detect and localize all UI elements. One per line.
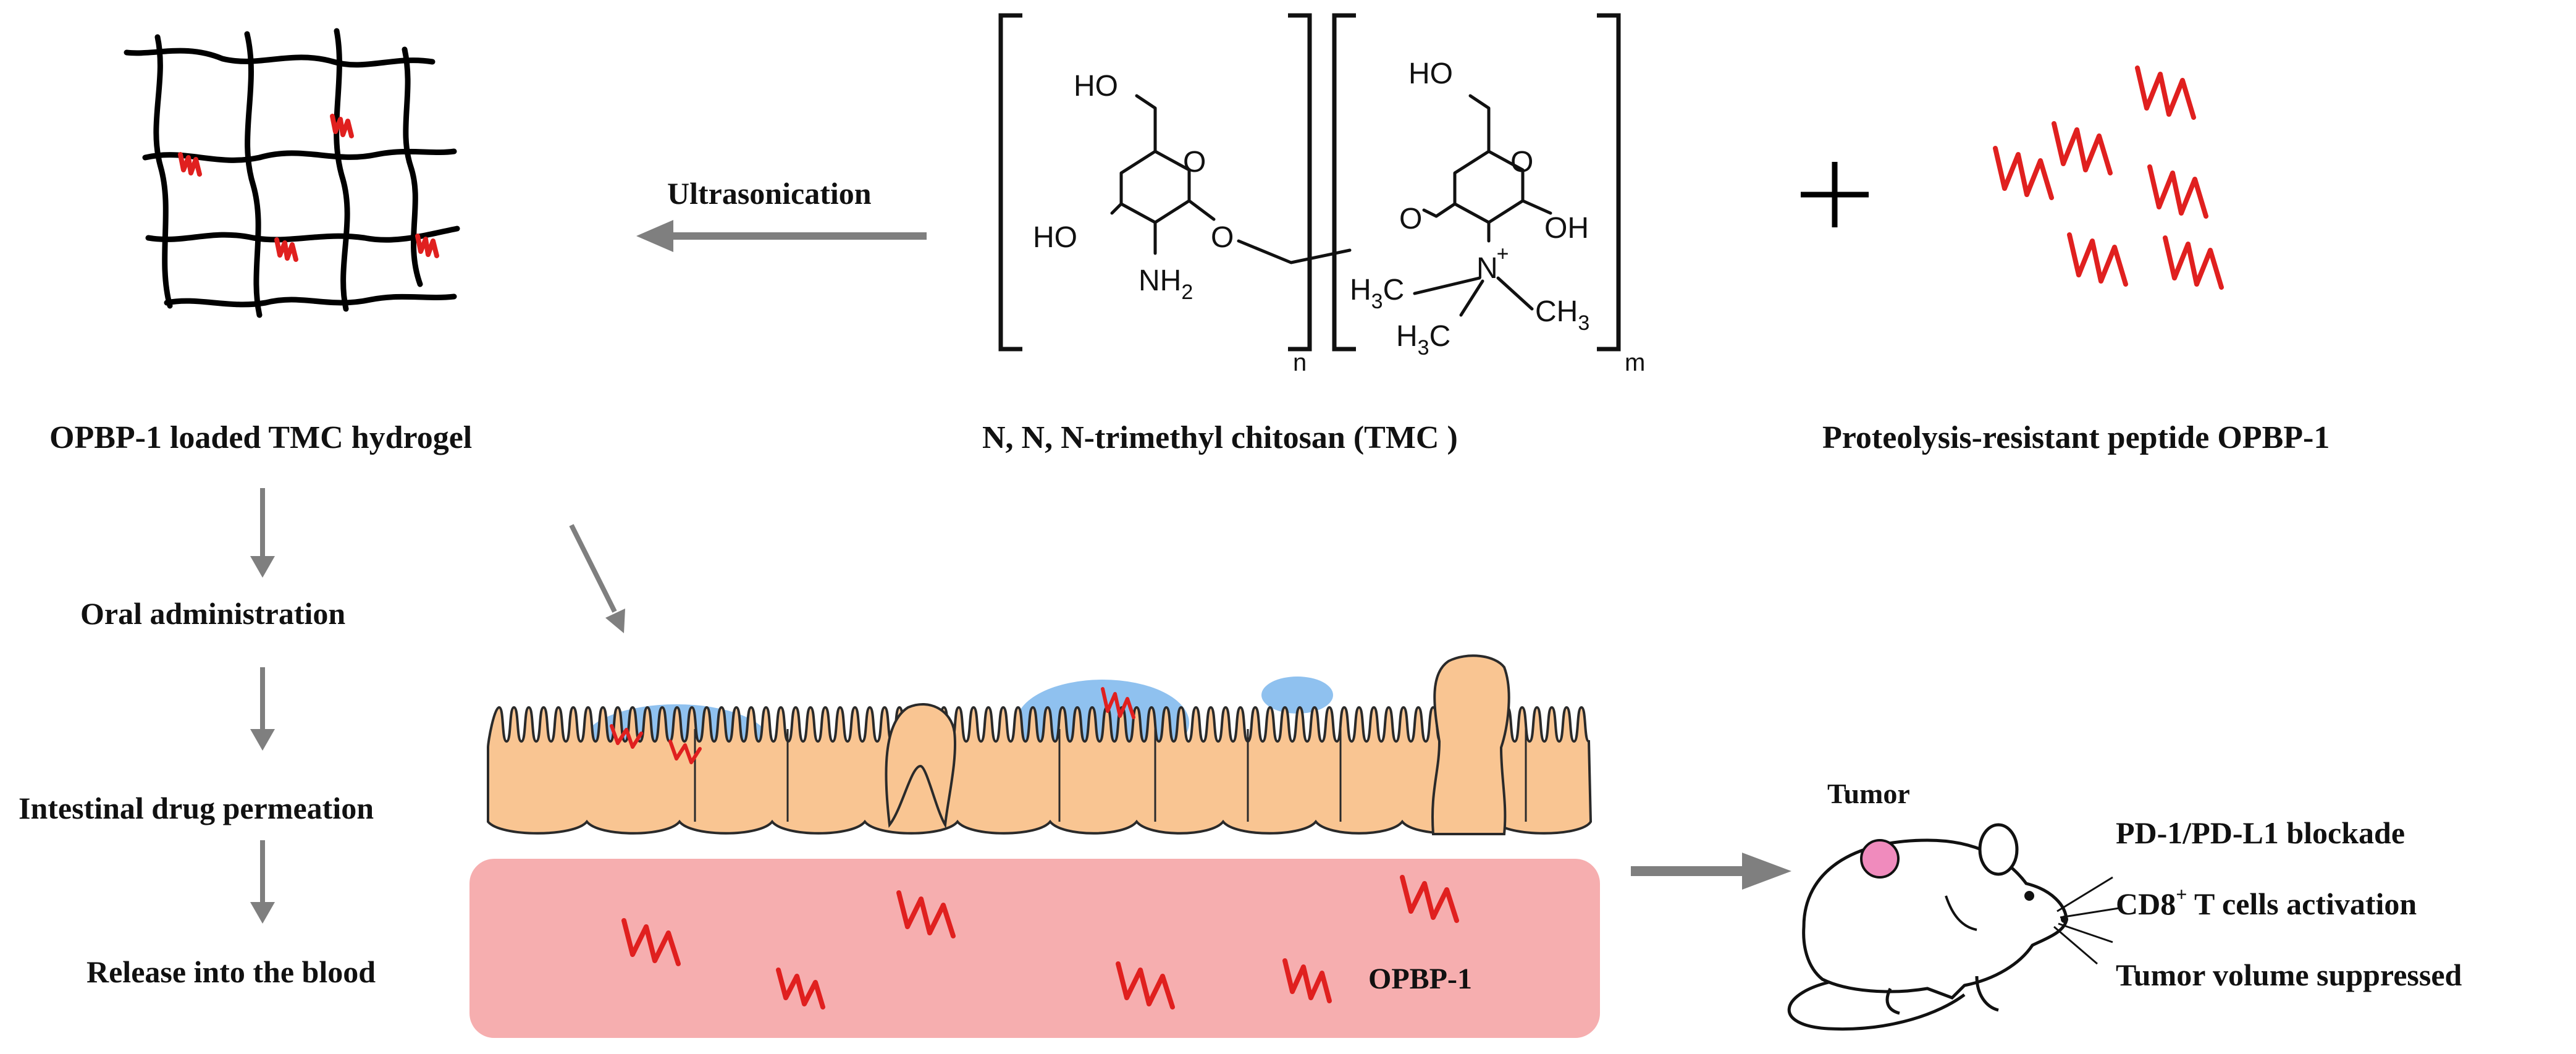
tumor-suppressed-label: Tumor volume suppressed [2116, 958, 2462, 992]
tmc-structure [998, 13, 1621, 352]
oral-label: Oral administration [80, 596, 345, 631]
goblet-cell-2 [1431, 654, 1510, 835]
ultrasonication-label: Ultrasonication [667, 176, 872, 211]
peptide-cluster-icon [1993, 65, 2224, 290]
opbp-blood-label: OPBP-1 [1368, 963, 1472, 995]
plus-icon [1801, 162, 1869, 227]
blood-vessel [469, 859, 1600, 1038]
chem-ho-left-top: HO [1074, 70, 1118, 103]
chem-nh2: NH2 [1139, 264, 1193, 304]
chem-n-plus: N+ [1476, 242, 1509, 285]
chem-o-ring-left: O [1183, 146, 1206, 179]
intestinal-epithelium [487, 654, 1593, 835]
cd8-activation-label: CD8+ T cells activation [2116, 883, 2417, 921]
chem-o-link-left: O [1211, 221, 1234, 254]
chem-ch3-right: CH3 [1535, 295, 1589, 335]
tumor-label: Tumor [1827, 778, 1910, 809]
ultrasonication-arrow [636, 220, 927, 252]
tumor-icon [1860, 839, 1900, 879]
hydrogel-network-icon [124, 28, 460, 318]
tmc-label: N, N, N-trimethyl chitosan (TMC ) [982, 420, 1458, 455]
blockade-label: PD-1/PD-L1 blockade [2116, 816, 2405, 850]
process-arrows [250, 488, 625, 924]
chem-o-link-right: O [1399, 203, 1422, 235]
chem-subscript-m: m [1625, 349, 1645, 376]
chem-h3c-left: H3C [1350, 274, 1404, 313]
chem-ho-right-top: HO [1408, 57, 1453, 90]
mucus-blob-3 [1261, 677, 1333, 714]
chem-ho-left-mid: HO [1033, 221, 1077, 254]
chem-subscript-n: n [1293, 349, 1307, 376]
villi-layer [487, 706, 1593, 835]
peptide-label: Proteolysis-resistant peptide OPBP-1 [1822, 420, 2330, 455]
mouse-icon [1787, 823, 2119, 1031]
blood-peptides-icon [621, 875, 1459, 1010]
chem-h3c-bottom: H3C [1396, 320, 1450, 360]
to-tumor-arrow [1631, 853, 1791, 890]
chem-o-ring-right: O [1510, 146, 1533, 179]
release-label: Release into the blood [86, 955, 376, 989]
hydrogel-label: OPBP-1 loaded TMC hydrogel [49, 420, 472, 455]
intestinal-label: Intestinal drug permeation [19, 791, 374, 825]
loaded-peptides-icon [178, 114, 439, 262]
goblet-cell-1 [885, 703, 956, 829]
chem-oh-right: OH [1544, 212, 1589, 245]
